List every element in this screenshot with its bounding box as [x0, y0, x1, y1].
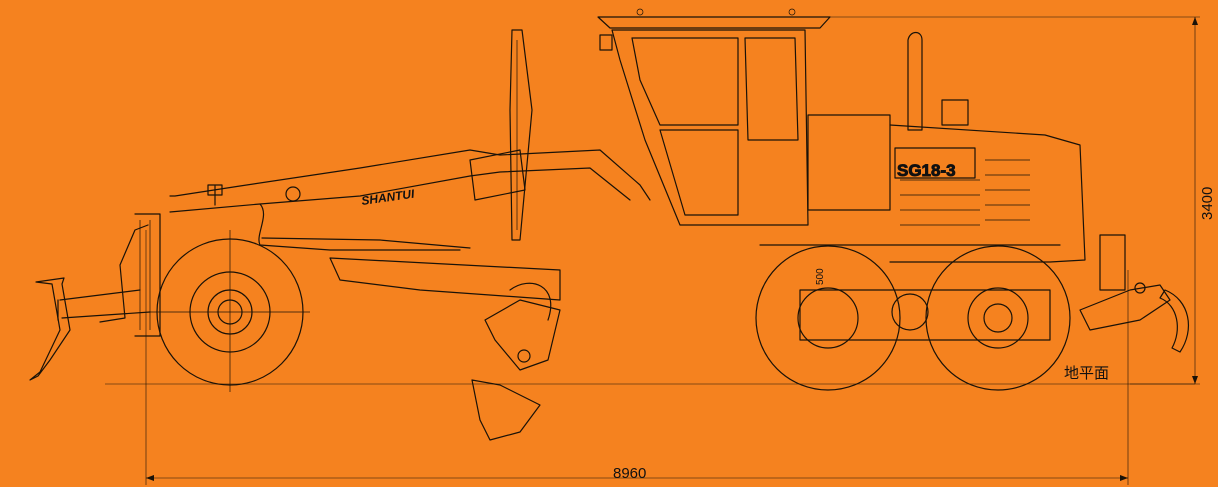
- height-dimension: [830, 16, 1200, 385]
- overall-length-label: 8960: [613, 465, 646, 482]
- rear-wheel-2: [891, 245, 1071, 391]
- cab: [597, 8, 831, 226]
- overall-height-label: 3400: [1199, 187, 1216, 220]
- engine-hood: [807, 31, 1086, 263]
- front-wheel: [150, 230, 310, 392]
- model-label: SG18-3: [897, 161, 956, 180]
- rear-ripper: [1079, 234, 1189, 353]
- rear-wheel-1: [755, 245, 901, 391]
- length-dimension: [145, 230, 1129, 485]
- brand-label: SHANTUI: [360, 187, 415, 208]
- dimension-500-label: 500: [815, 268, 826, 285]
- moldboard: [329, 257, 561, 441]
- front-blade: [29, 213, 161, 381]
- tandem-beam: [759, 244, 1061, 341]
- lift-cylinder: [469, 29, 533, 241]
- ground-label: 地平面: [1064, 365, 1109, 382]
